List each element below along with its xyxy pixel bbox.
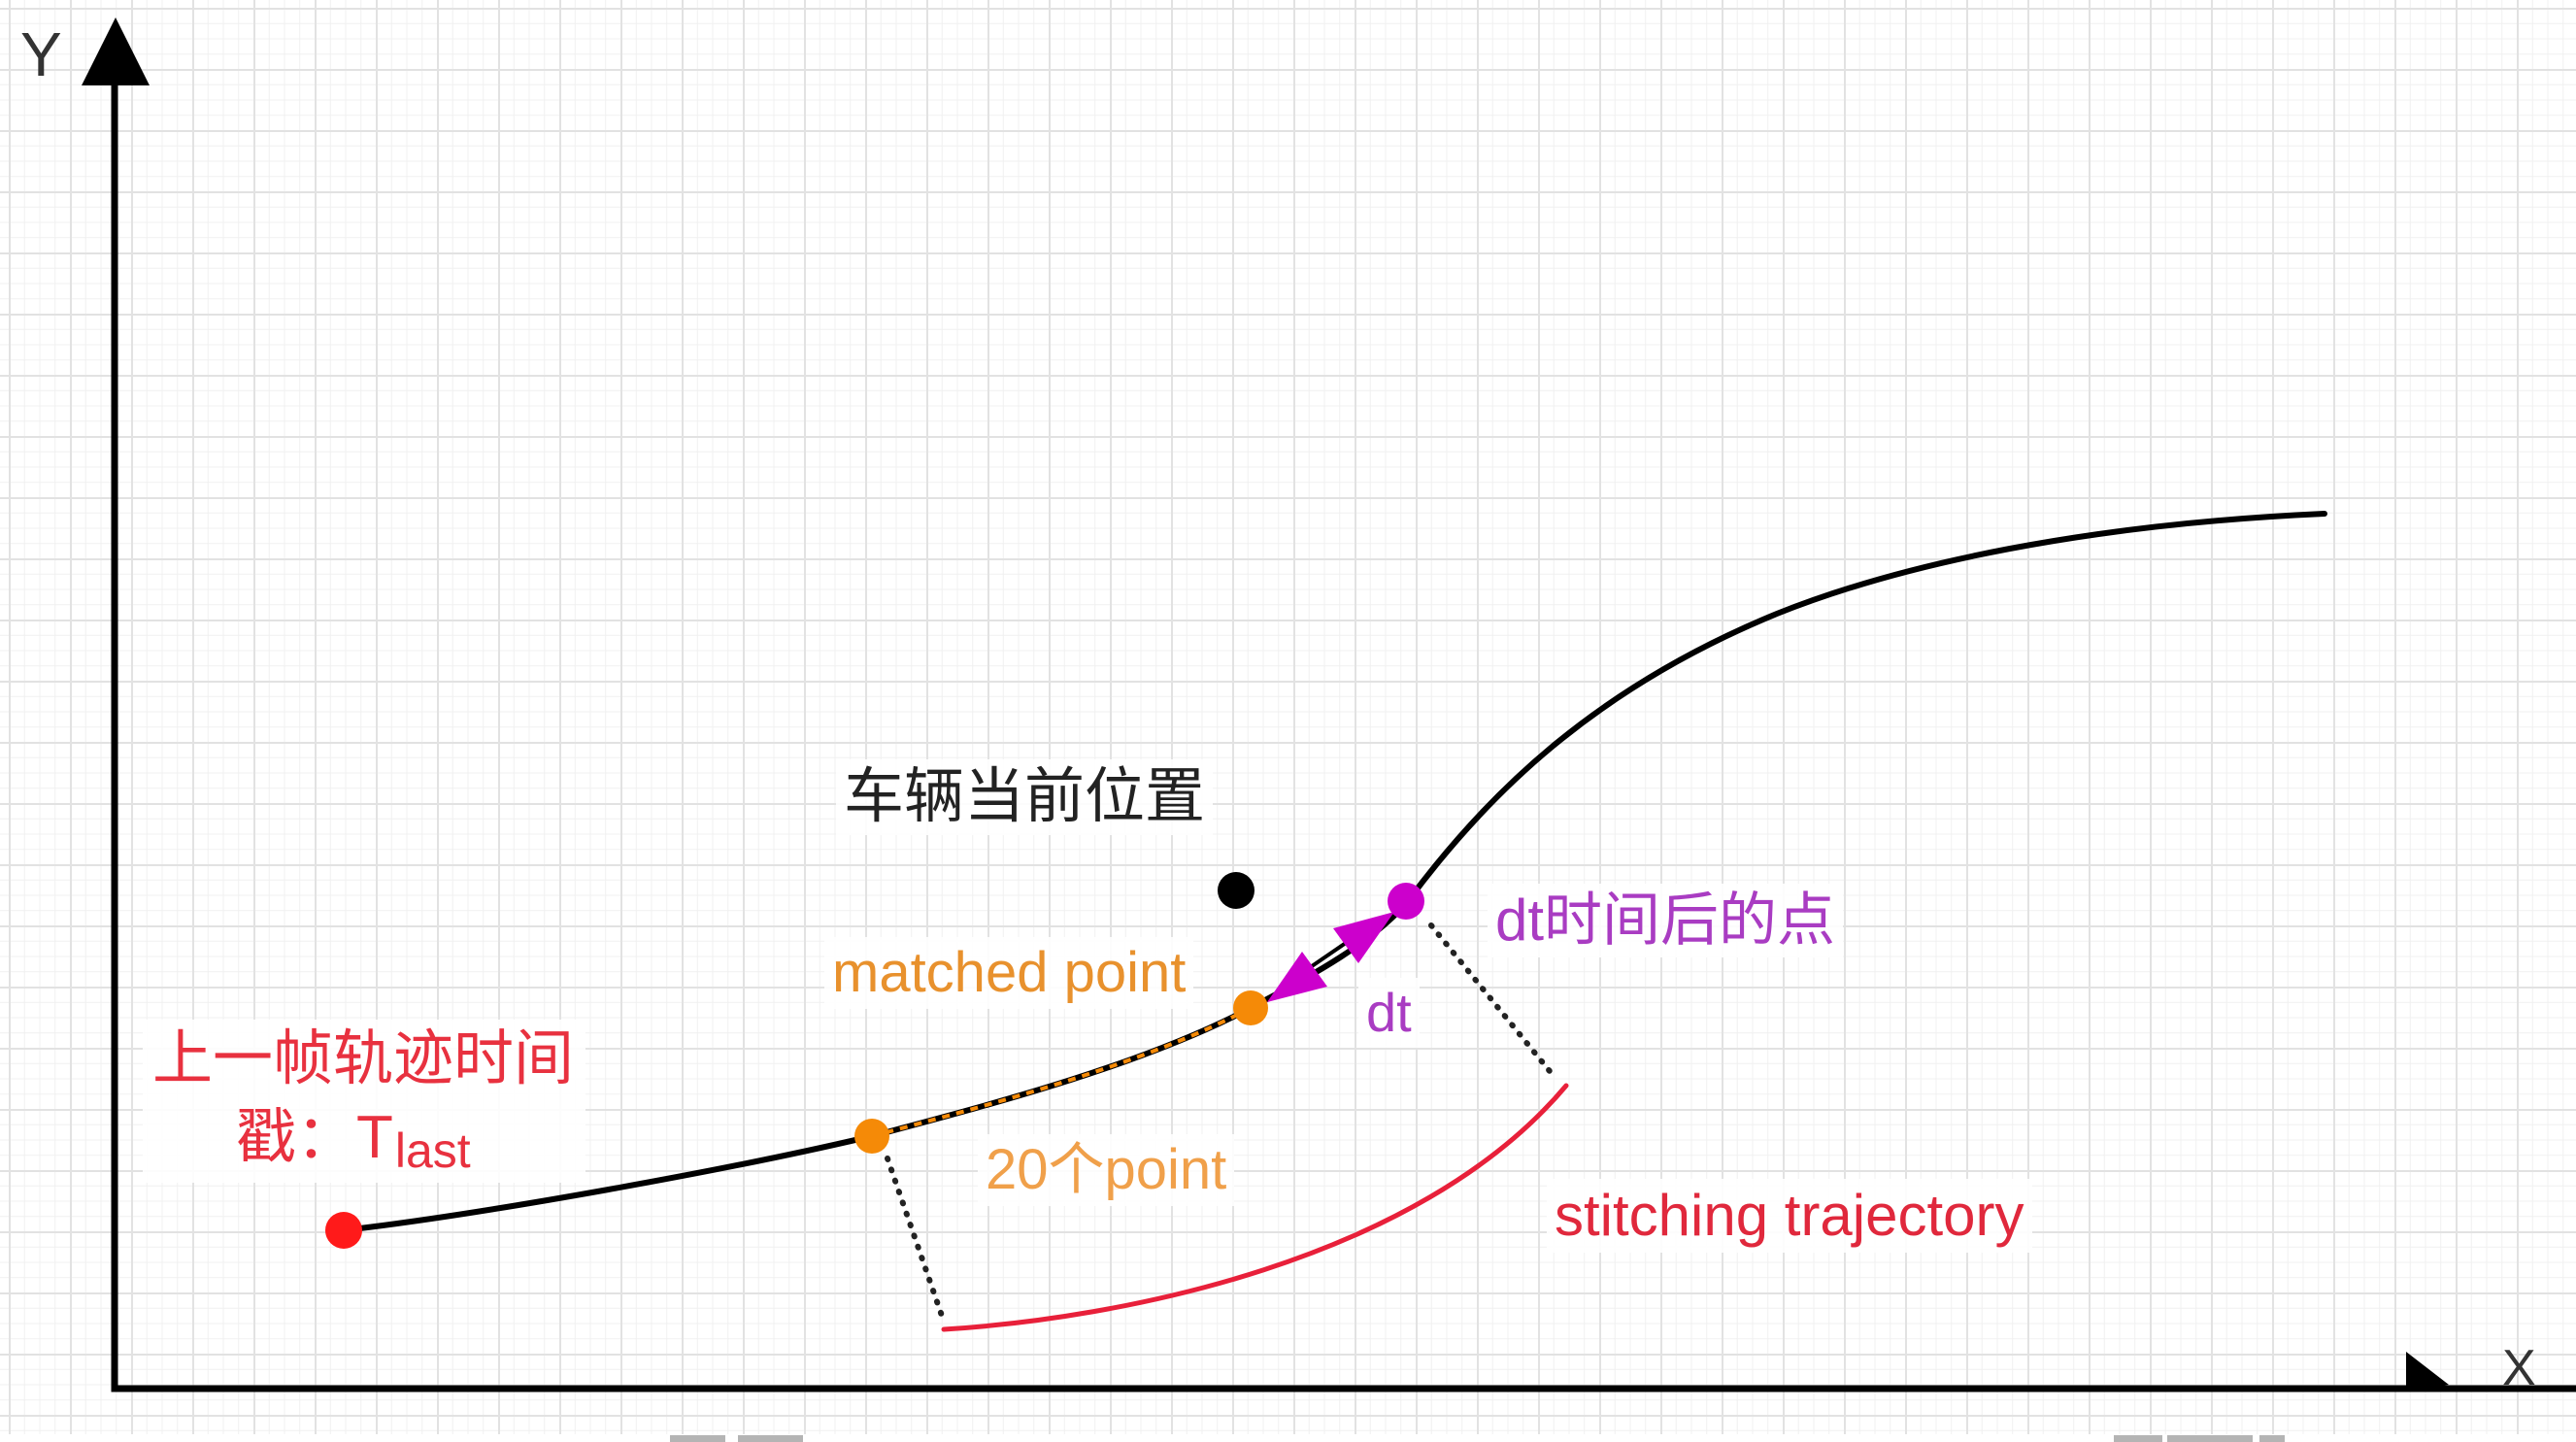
window-start-marker [854, 1119, 889, 1154]
previous-trajectory-curve [341, 511, 2327, 1233]
vehicle-position-label: 车辆当前位置 [844, 763, 1206, 830]
stitching-trajectory-label: stitching trajectory [1555, 1183, 2024, 1248]
dt-arrowhead-end-icon [1333, 912, 1394, 963]
last-timestamp-line2: 戳：Tlast [236, 1108, 471, 1176]
dt-arrowhead-start-icon [1267, 952, 1327, 1002]
x-axis-label: X [2502, 1340, 2536, 1396]
stitching-trajectory-curve [941, 1083, 1569, 1332]
dt-point-connector [1428, 922, 1556, 1079]
last-timestamp-prefix: 戳： [236, 1104, 357, 1171]
last-timestamp-symbol: T [356, 1104, 393, 1171]
last-trajectory-start-marker [325, 1212, 362, 1249]
last-timestamp-label: 上一帧轨迹时间 戳：Tlast [143, 1020, 585, 1183]
cutoff-label-fragment [2167, 1435, 2253, 1442]
y-axis-arrow-icon [82, 17, 150, 85]
twenty-points-label: 20个point [986, 1138, 1227, 1201]
y-axis-label: Y [20, 19, 62, 89]
cutoff-label-fragment [670, 1435, 725, 1442]
vehicle-position-marker [1218, 872, 1255, 909]
cutoff-label-fragment [2259, 1435, 2285, 1442]
cutoff-label-fragment [2114, 1435, 2162, 1442]
x-axis-arrow-icon [2406, 1352, 2449, 1390]
last-timestamp-line1: 上一帧轨迹时间 [152, 1025, 575, 1092]
matched-point-label: matched point [832, 941, 1187, 1004]
window-start-connector [885, 1156, 945, 1319]
dt-interval-label: dt [1366, 982, 1412, 1043]
dt-point-marker [1388, 883, 1424, 920]
matched-window-overlay [871, 1006, 1252, 1138]
dt-point-label: dt时间后的点 [1495, 888, 1836, 953]
matched-point-marker [1233, 990, 1268, 1025]
cutoff-label-fragment [738, 1435, 803, 1442]
last-timestamp-subscript: last [394, 1123, 471, 1178]
